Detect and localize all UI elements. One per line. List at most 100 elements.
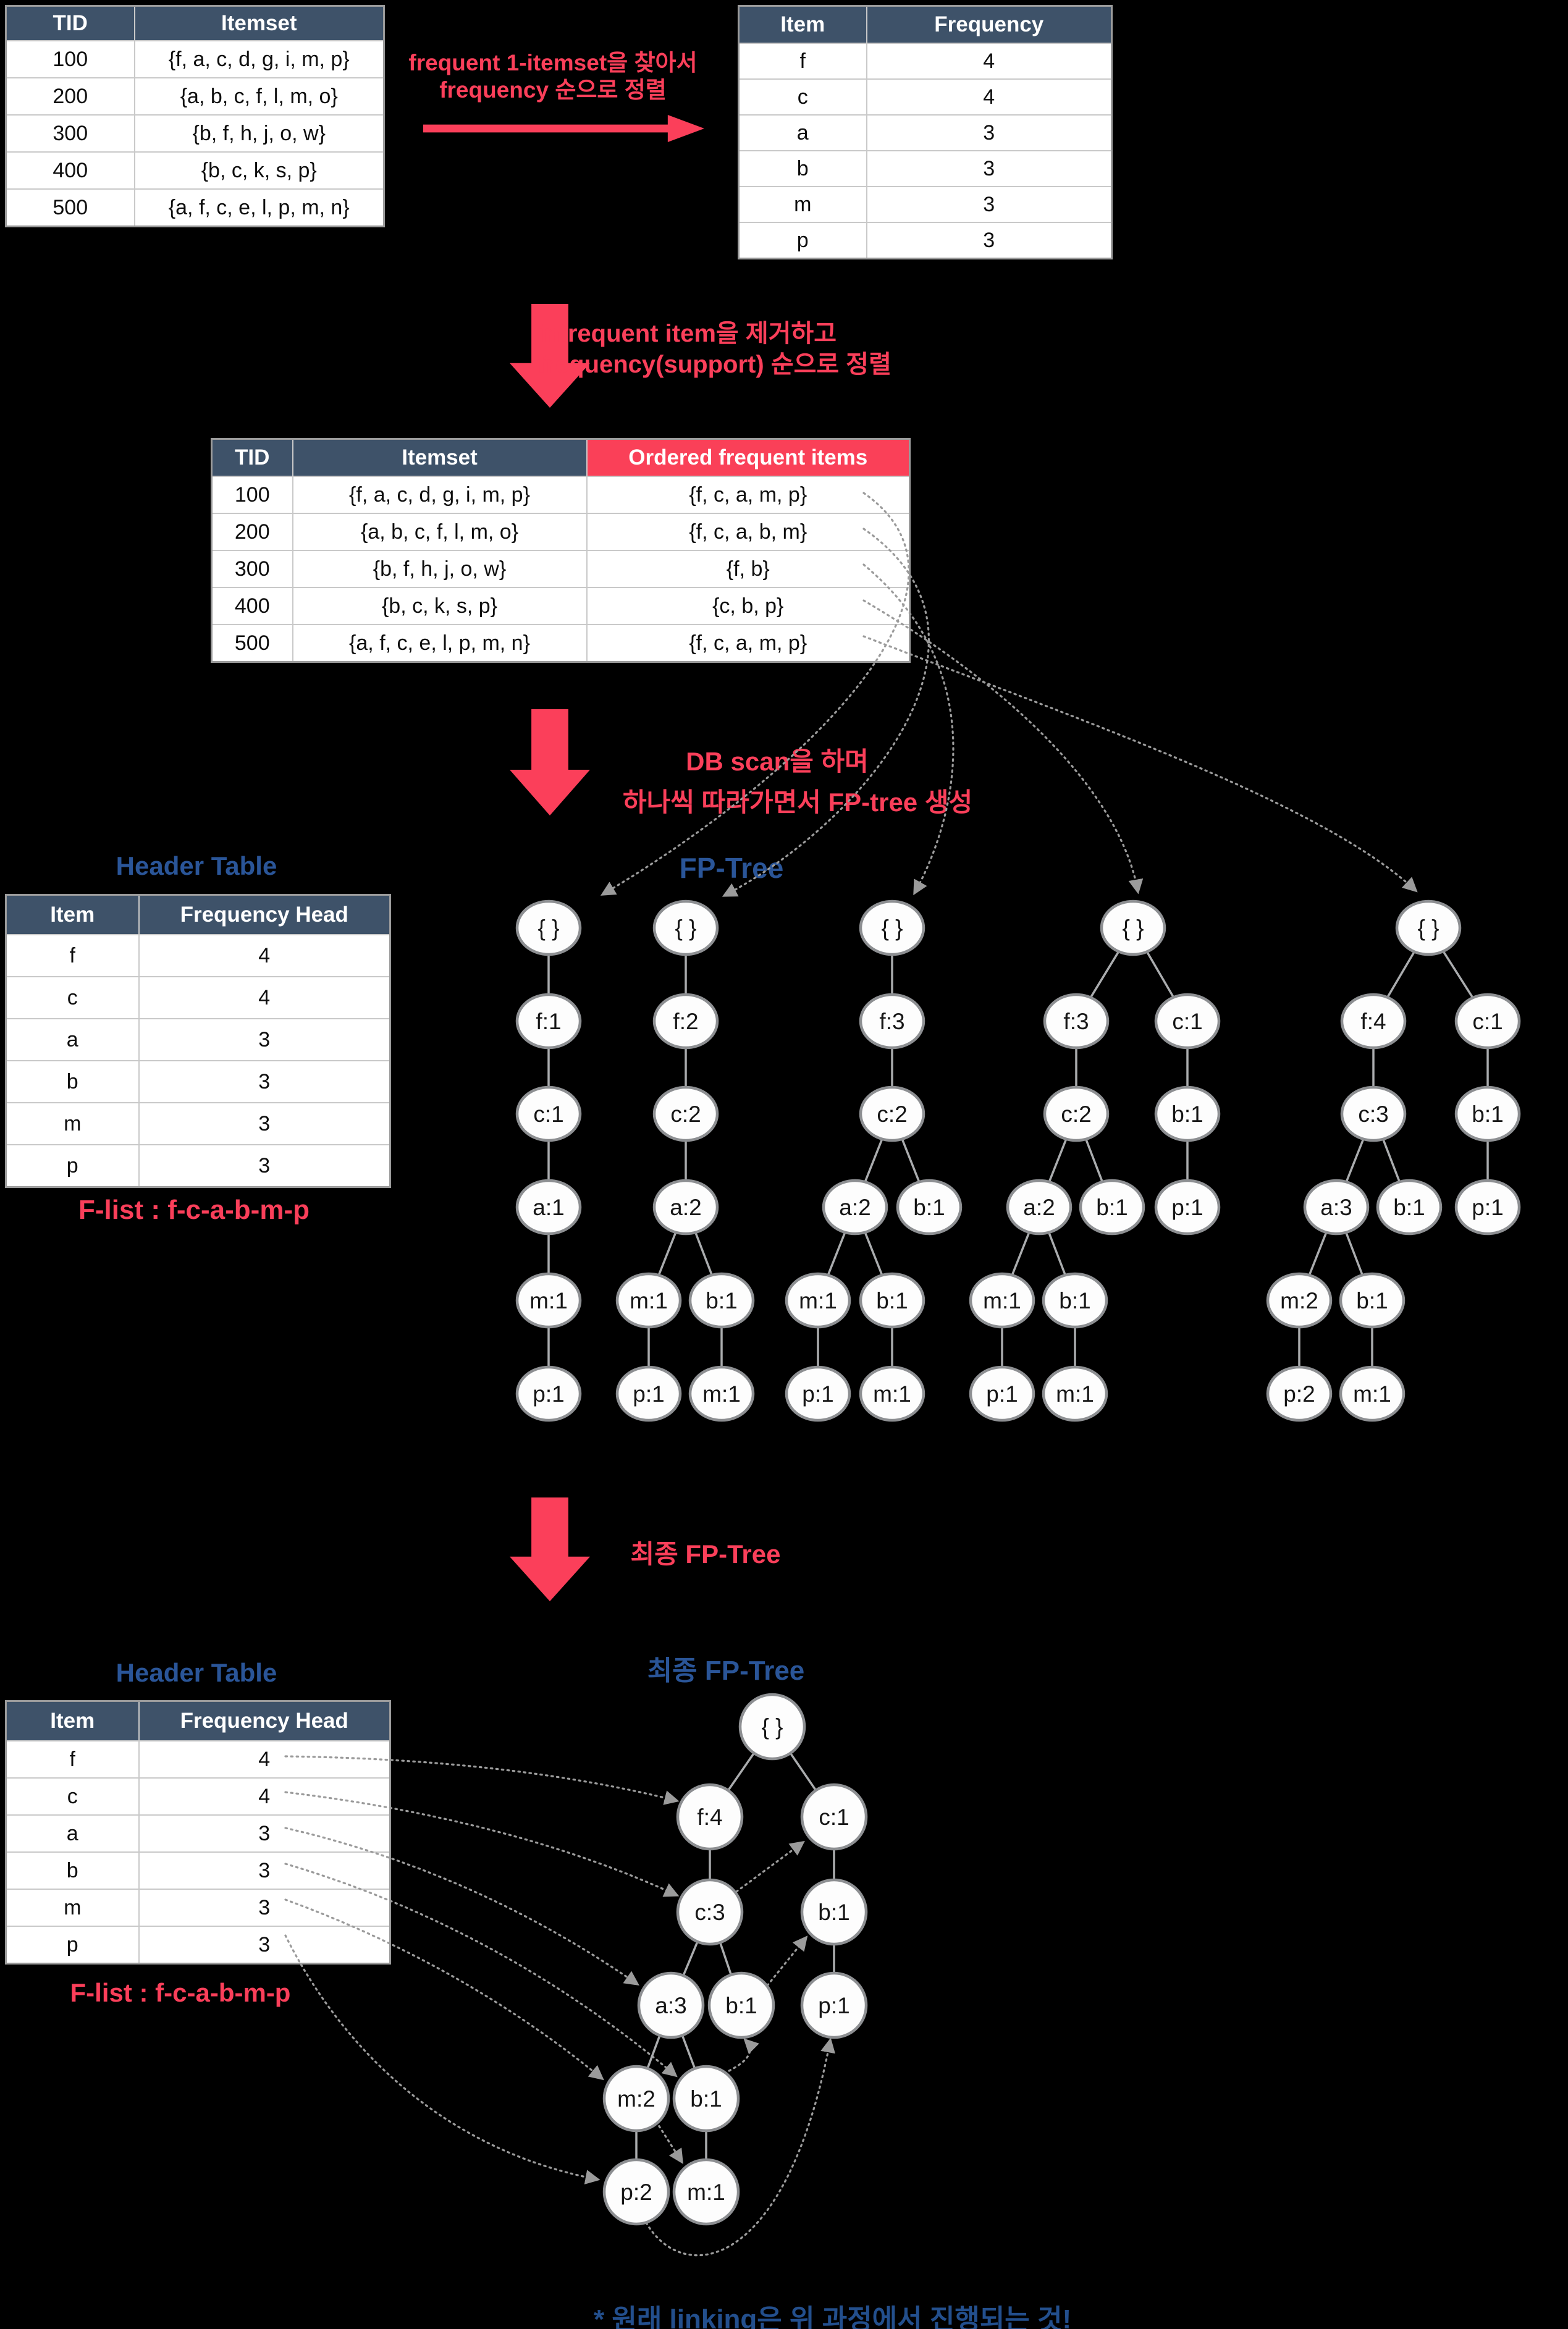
tree-node [1303, 1179, 1370, 1236]
tree-node [707, 1971, 775, 2039]
tree-node-label: f:3 [1063, 1009, 1089, 1034]
tree-node [1042, 1365, 1108, 1422]
tree-edge [854, 1113, 893, 1208]
table-row: 200{a, b, c, f, l, m, o}{f, c, a, b, m} [211, 513, 911, 551]
tree-node-label: m:1 [1353, 1381, 1391, 1407]
tree-edge [1132, 927, 1189, 1022]
tree-node-label: f:4 [1360, 1009, 1386, 1034]
tree-node-label: m:1 [630, 1288, 668, 1313]
step1-label: frequent 1-itemset을 찾아서 frequency 순으로 정렬 [405, 49, 701, 104]
column-header: TID [211, 438, 293, 477]
tree-node [1154, 993, 1221, 1050]
table-cell: {a, b, c, f, l, m, o} [133, 77, 385, 116]
tree-node-label: m:1 [529, 1288, 568, 1313]
tree-node-label: b:1 [725, 1993, 757, 2018]
tree-node-label: f:2 [673, 1009, 698, 1034]
tree-node [822, 1179, 888, 1236]
tree-node [688, 1365, 755, 1422]
tree-node [515, 1179, 582, 1236]
tree-node-label: p:1 [633, 1381, 664, 1407]
table-cell: 3 [138, 1889, 391, 1927]
table-cell: {f, c, a, b, m} [586, 513, 911, 551]
table-cell: 3 [138, 1144, 391, 1188]
tree-node-label: p:1 [533, 1381, 564, 1407]
tree-node [785, 1365, 851, 1422]
final-header-table-title: Header Table [116, 1658, 277, 1687]
table-cell: 400 [211, 587, 293, 625]
tree-node-label: c:1 [533, 1101, 563, 1127]
tree-node-label: c:1 [1472, 1009, 1503, 1034]
tree-node [637, 1971, 705, 2039]
table-cell: {a, f, c, e, l, p, m, n} [292, 624, 588, 663]
link-m2-to-m1 [655, 2120, 683, 2165]
fp-tree-title: FP-Tree [679, 852, 784, 884]
tree-node [676, 1878, 744, 1946]
table-cell: 400 [5, 151, 135, 190]
table-cell: 3 [138, 1102, 391, 1145]
step2-label-line2: frequency(support) 순으로 정렬 [537, 351, 891, 378]
tree-node-label: m:1 [873, 1381, 911, 1407]
table-cell: 3 [138, 1018, 391, 1061]
tree-node [602, 2065, 670, 2133]
tree-edge [1372, 1113, 1410, 1208]
tree-node [1043, 1085, 1110, 1142]
tree-edge [1038, 1113, 1077, 1208]
tree-node [1043, 993, 1110, 1050]
down-arrow-2-icon [510, 709, 590, 815]
table-cell: 3 [138, 1814, 391, 1853]
tree-node-label: c:2 [877, 1101, 907, 1127]
tree-edge [891, 1113, 930, 1208]
tree-node [1042, 1272, 1108, 1329]
tree-node-label: b:1 [1472, 1101, 1503, 1127]
tree-edge [635, 2005, 672, 2099]
table-cell: a [5, 1814, 140, 1853]
column-header: Item [5, 1700, 140, 1741]
tree-node [859, 1272, 925, 1329]
table-cell: 4 [138, 1777, 391, 1816]
tree-node-label: { } [1418, 916, 1439, 941]
tree-node [515, 899, 582, 956]
header-table-title: Header Table [116, 851, 277, 880]
tree-node [1376, 1179, 1443, 1236]
tree-node [896, 1179, 963, 1236]
tree-node [859, 1085, 925, 1142]
table-cell: {f, c, a, m, p} [586, 476, 911, 514]
link-b1-low-to-b1-mid [723, 2038, 759, 2074]
tree-node [1266, 1365, 1333, 1422]
table-cell: {b, f, h, j, o, w} [292, 550, 588, 588]
tree-node [738, 1693, 806, 1761]
tree-node [652, 993, 719, 1050]
tree-node [602, 2158, 670, 2226]
tree-node-label: a:2 [1023, 1195, 1055, 1220]
link-p2-to-p1 [645, 2037, 835, 2257]
tree-node [1154, 1085, 1221, 1142]
tree-edge [1335, 1113, 1375, 1208]
right-arrow-icon [423, 114, 704, 143]
step3-label-line1: DB scan을 하며 [686, 747, 869, 776]
tree-node-label: p:1 [802, 1381, 833, 1407]
flist-label: F-list : f-c-a-b-m-p [78, 1195, 310, 1225]
table-cell: m [5, 1889, 140, 1927]
table-cell: 100 [5, 40, 135, 78]
tree-node [652, 899, 719, 956]
tree-node-label: c:1 [819, 1805, 849, 1830]
tree-node-label: p:1 [818, 1993, 849, 2018]
table-cell: p [738, 222, 867, 259]
tree-node-label: b:1 [913, 1195, 945, 1220]
tree-node-label: b:1 [690, 2086, 722, 2112]
table-cell: a [738, 114, 867, 151]
tree-node [969, 1365, 1035, 1422]
tree-node [800, 1971, 868, 2039]
tree-node [672, 2065, 740, 2133]
